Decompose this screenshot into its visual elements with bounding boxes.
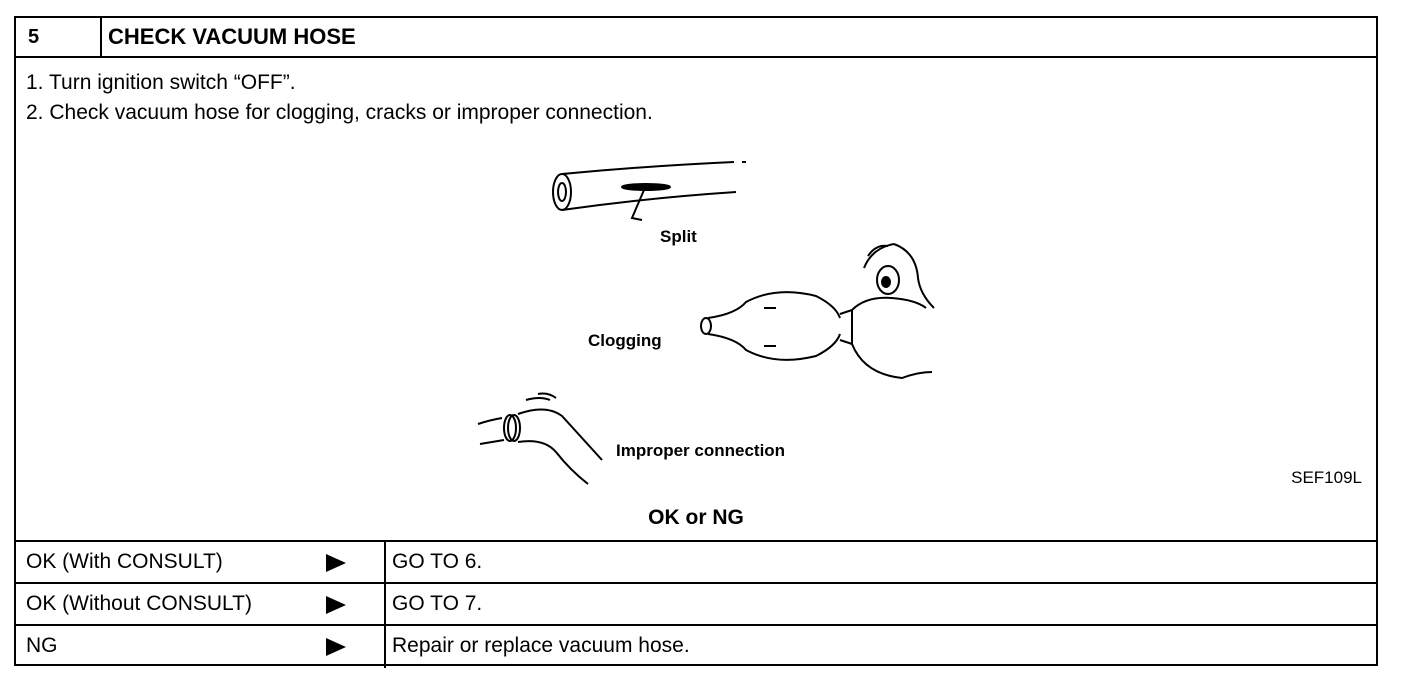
step-number: 5 [16,18,102,56]
column-divider [384,626,386,668]
improper-connection-label: Improper connection [616,441,785,460]
improper-connection-drawing [477,392,603,485]
result-row: OK (Without CONSULT) GO TO 7. [16,584,1376,626]
result-condition: NG [26,634,58,657]
step-header: 5 CHECK VACUUM HOSE [16,18,1376,58]
result-action: Repair or replace vacuum hose. [392,634,690,657]
clogging-label: Clogging [588,331,662,350]
vacuum-hose-illustration: Split Clogging Improper connection [477,161,935,485]
result-condition: OK (With CONSULT) [26,550,223,573]
result-title: OK or NG [648,506,744,529]
column-divider [384,542,386,582]
result-row: OK (With CONSULT) GO TO 6. [16,542,1376,584]
result-action: GO TO 6. [392,550,483,573]
instruction-item: 1. Turn ignition switch “OFF”. [26,71,296,94]
figure-code: SEF109L [1291,468,1362,487]
clogging-drawing [700,243,935,380]
result-table: OK (With CONSULT) GO TO 6. OK (Without C… [16,540,1376,668]
arrow-right-icon [326,596,346,614]
instruction-item: 2. Check vacuum hose for clogging, crack… [26,101,653,124]
result-row: NG Repair or replace vacuum hose. [16,626,1376,668]
result-condition: OK (Without CONSULT) [26,592,252,615]
instruction-list: 1. Turn ignition switch “OFF”. 2. Check … [26,68,653,128]
arrow-right-icon [326,638,346,656]
arrow-right-icon [326,554,346,572]
result-action: GO TO 7. [392,592,483,615]
split-hose-drawing [552,161,746,221]
split-label: Split [660,227,697,246]
step-title: CHECK VACUUM HOSE [108,24,356,49]
procedure-frame: 5 CHECK VACUUM HOSE 1. Turn ignition swi… [14,16,1378,668]
column-divider [384,584,386,624]
